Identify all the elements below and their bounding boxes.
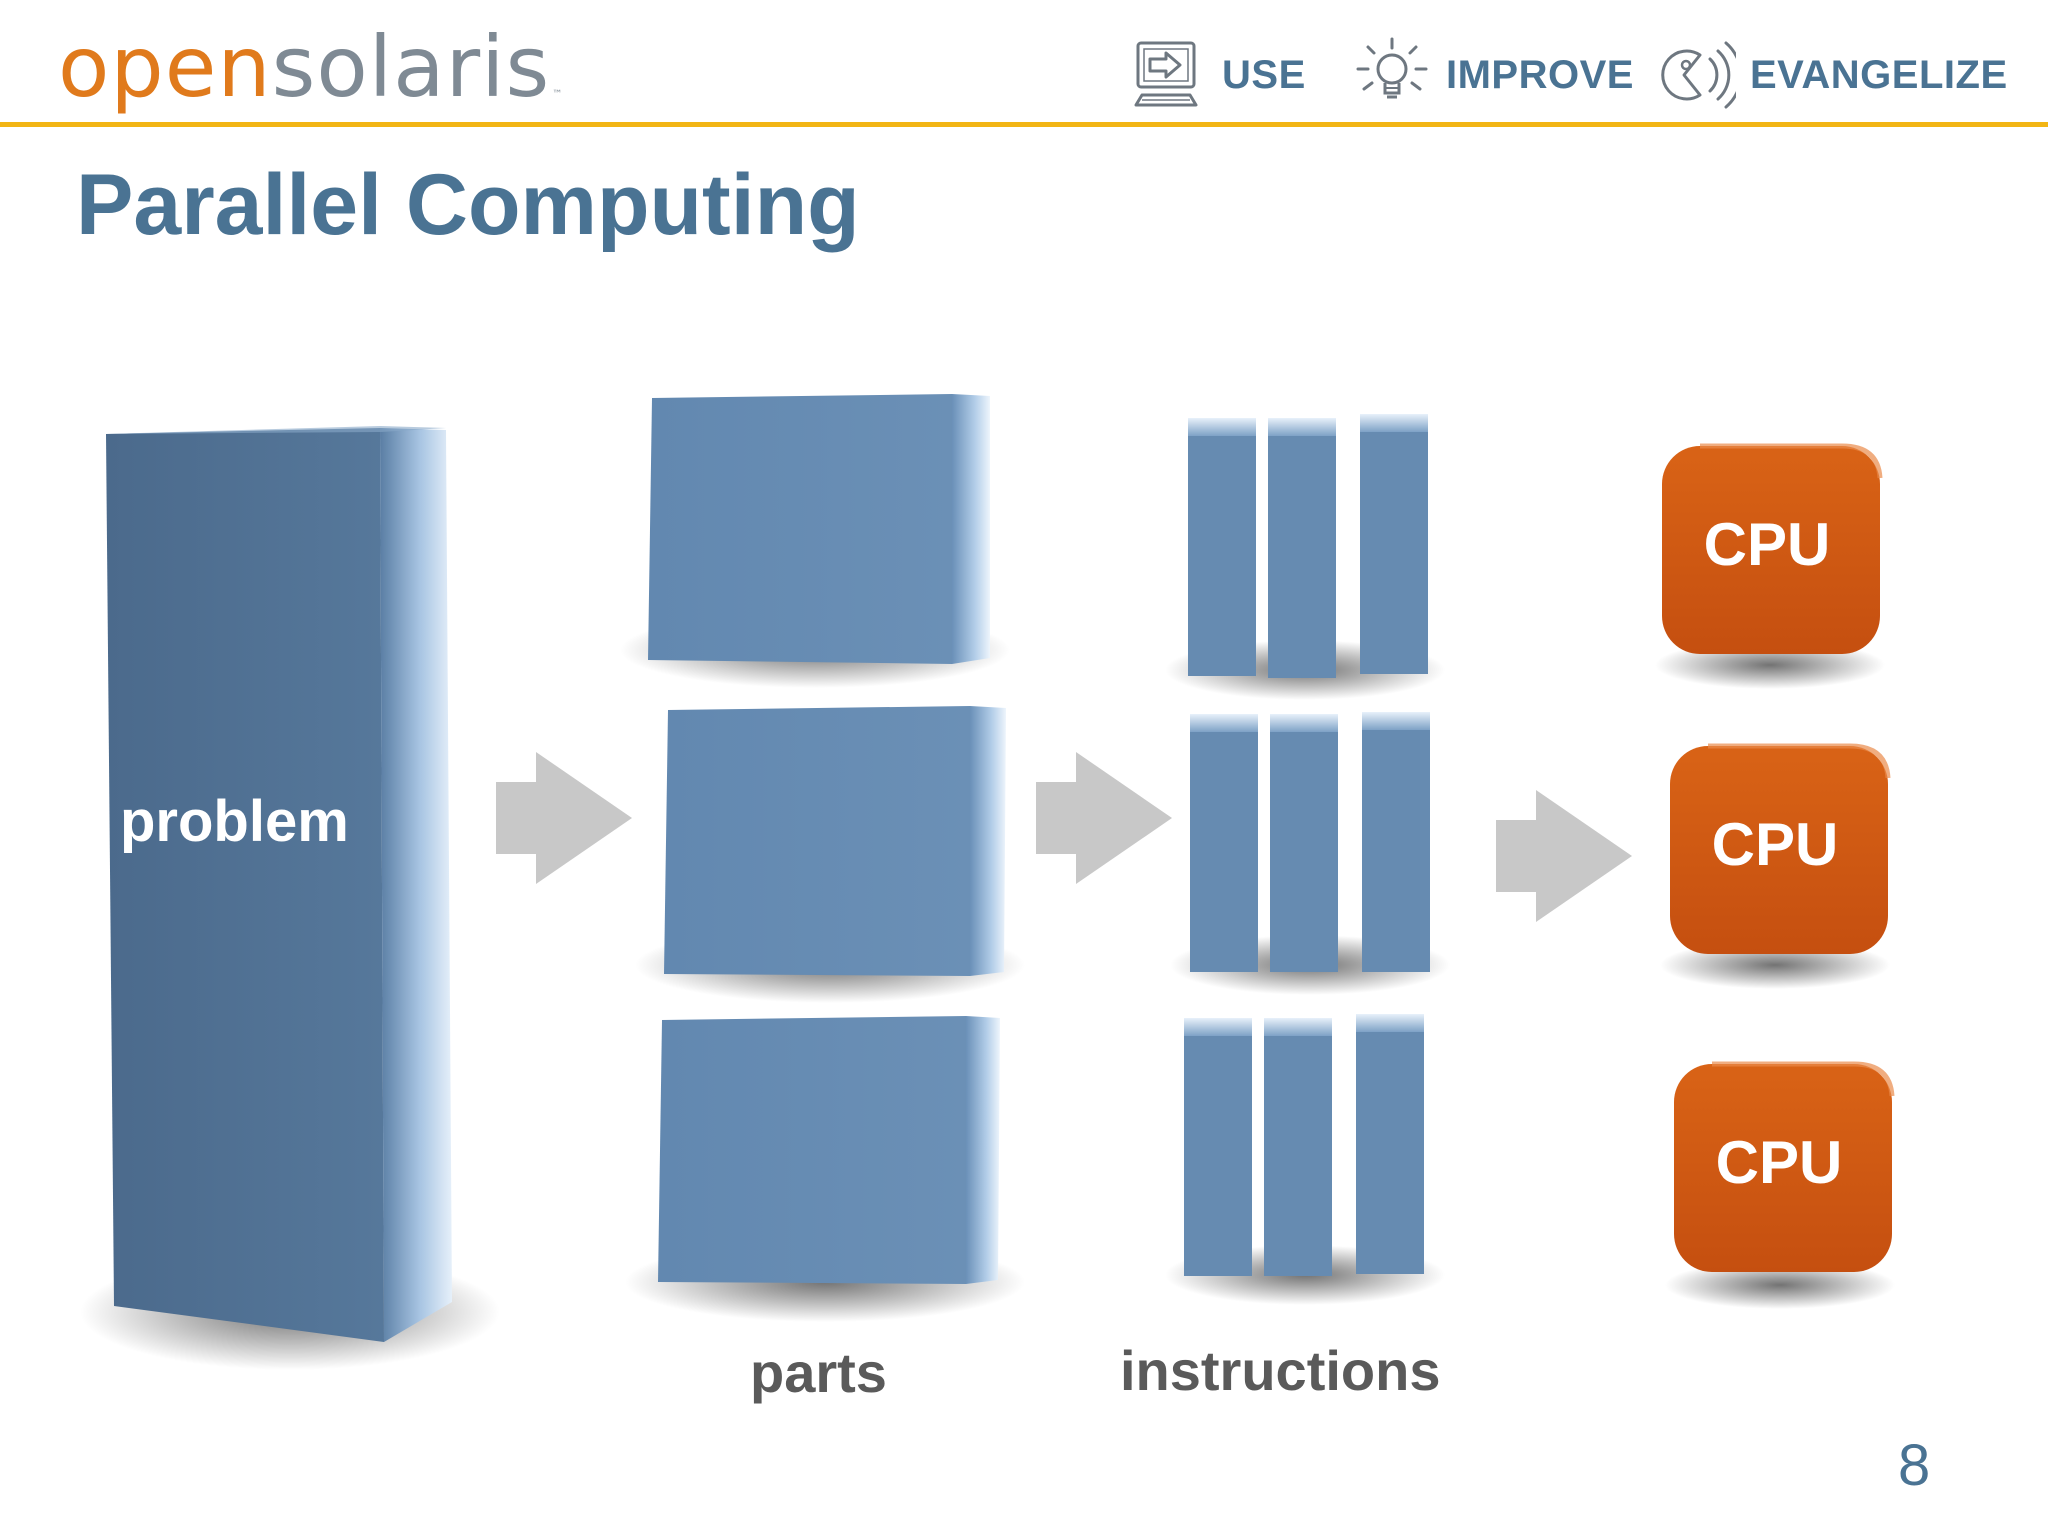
parts-block-2 <box>664 706 1006 976</box>
page-number: 8 <box>1898 1433 1931 1498</box>
parts-block-3 <box>658 1016 1000 1284</box>
nav-label-improve: IMPROVE <box>1446 52 1634 97</box>
broadcast-speaker-icon <box>1661 41 1736 109</box>
arrow-parts-to-instructions <box>1036 752 1172 884</box>
lightbulb-icon <box>1356 37 1428 99</box>
parts-label: parts <box>750 1341 887 1404</box>
instructions-label: instructions <box>1120 1339 1441 1402</box>
cpu-label-1: CPU <box>1703 511 1831 578</box>
cpu-chip-2 <box>1670 743 1891 954</box>
header-divider <box>0 122 2048 127</box>
nav-label-use: USE <box>1222 52 1306 97</box>
problem-block <box>106 426 452 1342</box>
cpu-label-2: CPU <box>1711 811 1839 878</box>
nav-item-improve: IMPROVE <box>1352 30 1634 120</box>
nav-item-use: USE <box>1128 30 1306 120</box>
monitor-arrow-icon <box>1134 41 1198 107</box>
arrow-instructions-to-cpu <box>1496 790 1632 922</box>
cpu-chip-1 <box>1662 443 1883 654</box>
slide-title: Parallel Computing <box>76 157 860 253</box>
nav-label-evangelize: EVANGELIZE <box>1750 52 2008 97</box>
parts-block-1 <box>648 394 990 664</box>
cpu-chip-3 <box>1674 1061 1895 1272</box>
instruction-bars-row-2 <box>1190 712 1430 972</box>
cpu-label-3: CPU <box>1715 1129 1843 1196</box>
nav-item-evangelize: EVANGELIZE <box>1656 30 2008 120</box>
logo-trademark: ™ <box>552 89 564 100</box>
logo-text-solaris: solaris <box>271 18 551 116</box>
problem-label: problem <box>120 789 349 854</box>
arrow-problem-to-parts <box>496 752 632 884</box>
instruction-bars-row-3 <box>1184 1014 1424 1276</box>
instruction-bars-row-1 <box>1188 414 1428 678</box>
flow-arrows <box>496 752 1632 922</box>
logo-text-open: open <box>58 18 272 116</box>
